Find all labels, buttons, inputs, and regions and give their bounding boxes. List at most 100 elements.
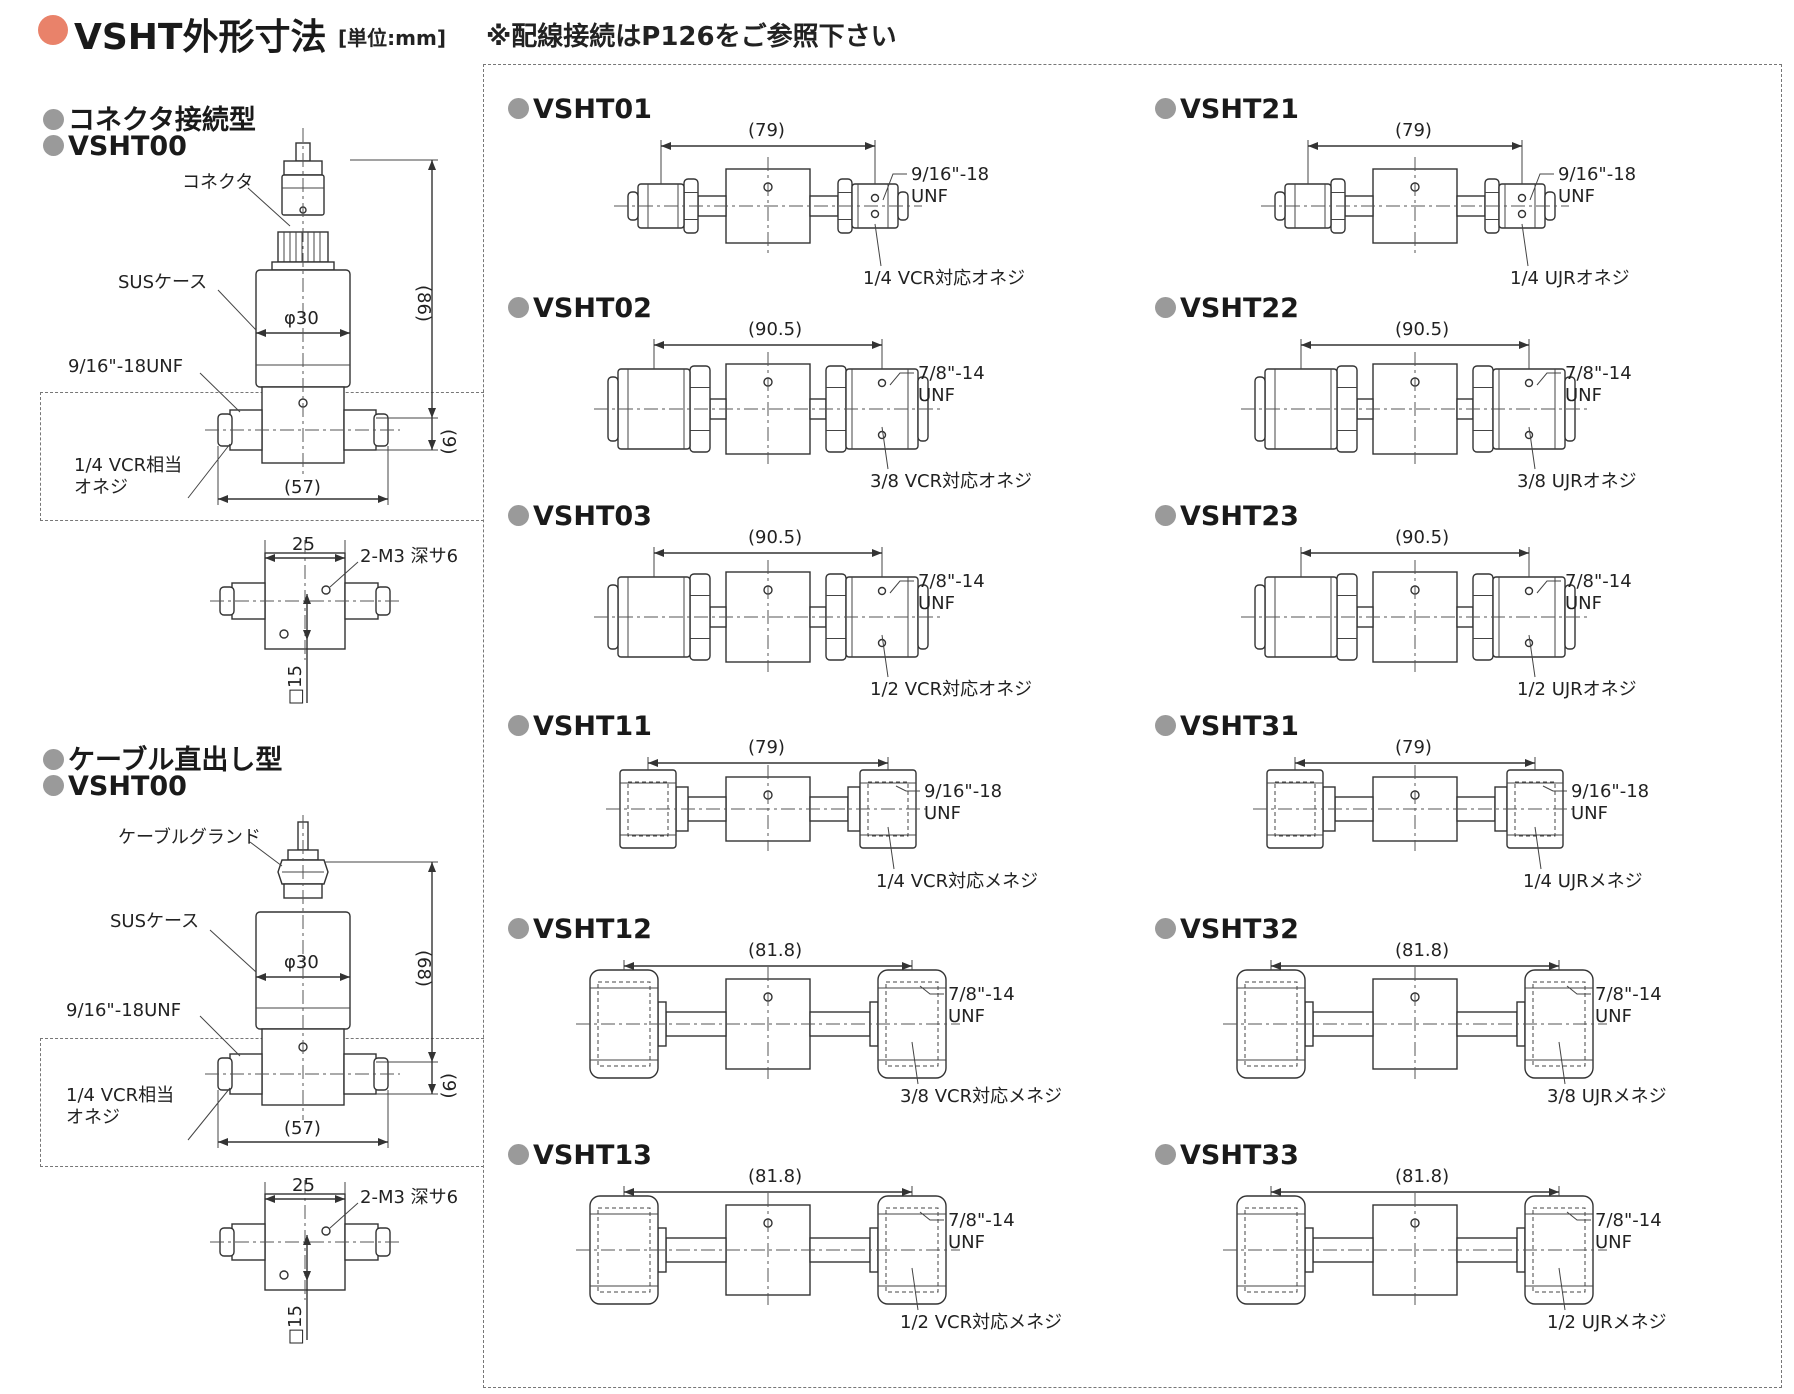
width-dim-2: (57) <box>284 1118 321 1139</box>
end-connection-label: 3/8 UJRメネジ <box>1547 1086 1667 1107</box>
dimension-label: (81.8) <box>1395 1166 1450 1187</box>
thread-label: 9/16"-18UNF <box>68 356 184 377</box>
gland-label: ケーブルグランド <box>118 827 261 848</box>
pitch-dim: 25 <box>292 534 315 555</box>
unit-label: [単位:mm] <box>338 26 446 50</box>
square-dim: □15 <box>285 665 306 705</box>
thread-size-label: 9/16"-18 <box>924 781 1003 802</box>
thread-standard-label: UNF <box>918 385 955 406</box>
dimension-label: (81.8) <box>1395 940 1450 961</box>
thread-standard-label: UNF <box>1595 1006 1632 1027</box>
model-name: VSHT02 <box>508 293 652 324</box>
thread-size-label: 7/8"-14 <box>1595 1210 1662 1231</box>
thread-standard-label: UNF <box>924 803 961 824</box>
thread-label-2: 9/16"-18UNF <box>66 1000 182 1021</box>
case-label-2: SUSケース <box>110 911 200 932</box>
model-name: VSHT22 <box>1155 293 1299 324</box>
dimension-label: (79) <box>748 120 785 141</box>
fitting-label-2: オネジ <box>74 477 128 498</box>
end-connection-label: 1/2 UJRオネジ <box>1517 679 1637 700</box>
model-name: VSHT03 <box>508 501 652 532</box>
thread-standard-label: UNF <box>948 1006 985 1027</box>
end-connection-label: 3/8 UJRオネジ <box>1517 471 1637 492</box>
square-dim-2: □15 <box>285 1305 306 1345</box>
dimension-label: (81.8) <box>748 1166 803 1187</box>
dimension-label: (79) <box>1395 120 1432 141</box>
page-title: VSHT外形寸法 <box>74 17 327 58</box>
diameter-label-2: φ30 <box>284 952 319 973</box>
dimension-label: (81.8) <box>748 940 803 961</box>
thread-standard-label: UNF <box>918 593 955 614</box>
model-drawing <box>576 960 960 1085</box>
model-drawing <box>1241 339 1589 470</box>
cable-type-title: ケーブル直出し型 <box>43 738 282 777</box>
pitch-dim-2: 25 <box>292 1175 315 1196</box>
thread-size-label: 7/8"-14 <box>918 571 985 592</box>
model-name: VSHT31 <box>1155 711 1299 742</box>
thread-standard-label: UNF <box>948 1232 985 1253</box>
dimension-label: (90.5) <box>748 319 803 340</box>
end-connection-label: 1/2 UJRメネジ <box>1547 1312 1667 1333</box>
model-drawing <box>594 547 942 678</box>
dimension-label: (90.5) <box>748 527 803 548</box>
height-dim-2: (68) <box>413 950 434 987</box>
connector-type-drawing <box>187 128 438 703</box>
fitting-label: 1/4 VCR相当 <box>74 455 183 476</box>
end-connection-label: 1/2 VCR対応メネジ <box>900 1312 1063 1333</box>
thread-size-label: 9/16"-18 <box>1571 781 1650 802</box>
tap-label-2: 2-M3 深サ6 <box>360 1187 459 1208</box>
thread-size-label: 7/8"-14 <box>948 1210 1015 1231</box>
wiring-note: ※配線接続はP126をご参照下さい <box>486 22 897 52</box>
thread-standard-label: UNF <box>1595 1232 1632 1253</box>
model-name: VSHT12 <box>508 914 652 945</box>
model-name: VSHT01 <box>508 94 652 125</box>
diameter-label: φ30 <box>284 308 319 329</box>
model-name: VSHT23 <box>1155 501 1299 532</box>
fitting-label-3: 1/4 VCR相当 <box>66 1085 175 1106</box>
end-connection-label: 1/4 UJRメネジ <box>1523 871 1643 892</box>
dimension-label: (79) <box>748 737 785 758</box>
thread-standard-label: UNF <box>1565 593 1602 614</box>
thread-size-label: 7/8"-14 <box>1565 571 1632 592</box>
end-connection-label: 3/8 VCR対応メネジ <box>900 1086 1063 1107</box>
model-drawing <box>1253 757 1577 870</box>
body-height-dim: (9) <box>438 429 459 455</box>
tap-label: 2-M3 深サ6 <box>360 546 459 567</box>
thread-size-label: 7/8"-14 <box>948 984 1015 1005</box>
end-connection-label: 1/2 VCR対応オネジ <box>870 679 1033 700</box>
dimension-label: (79) <box>1395 737 1432 758</box>
model-name: VSHT33 <box>1155 1140 1299 1171</box>
fitting-label-4: オネジ <box>66 1107 120 1128</box>
model-name: VSHT11 <box>508 711 652 742</box>
dimension-label: (90.5) <box>1395 319 1450 340</box>
model-drawing <box>1261 140 1569 267</box>
thread-size-label: 9/16"-18 <box>1558 164 1637 185</box>
model-drawing <box>1241 547 1589 678</box>
cable-type-model: VSHT00 <box>43 771 187 802</box>
thread-standard-label: UNF <box>1558 186 1595 207</box>
case-label: SUSケース <box>118 272 208 293</box>
body-height-dim-2: (9) <box>438 1073 459 1099</box>
model-drawing <box>594 339 942 470</box>
end-connection-label: 1/4 UJRオネジ <box>1510 268 1630 289</box>
models-frame <box>483 64 1782 1388</box>
dimension-label: (90.5) <box>1395 527 1450 548</box>
connector-type-model: VSHT00 <box>43 131 187 162</box>
model-drawing <box>614 140 922 267</box>
height-dim: (86) <box>413 285 434 322</box>
model-name: VSHT21 <box>1155 94 1299 125</box>
model-name: VSHT32 <box>1155 914 1299 945</box>
connector-label: コネクタ <box>182 172 254 193</box>
thread-size-label: 7/8"-14 <box>918 363 985 384</box>
